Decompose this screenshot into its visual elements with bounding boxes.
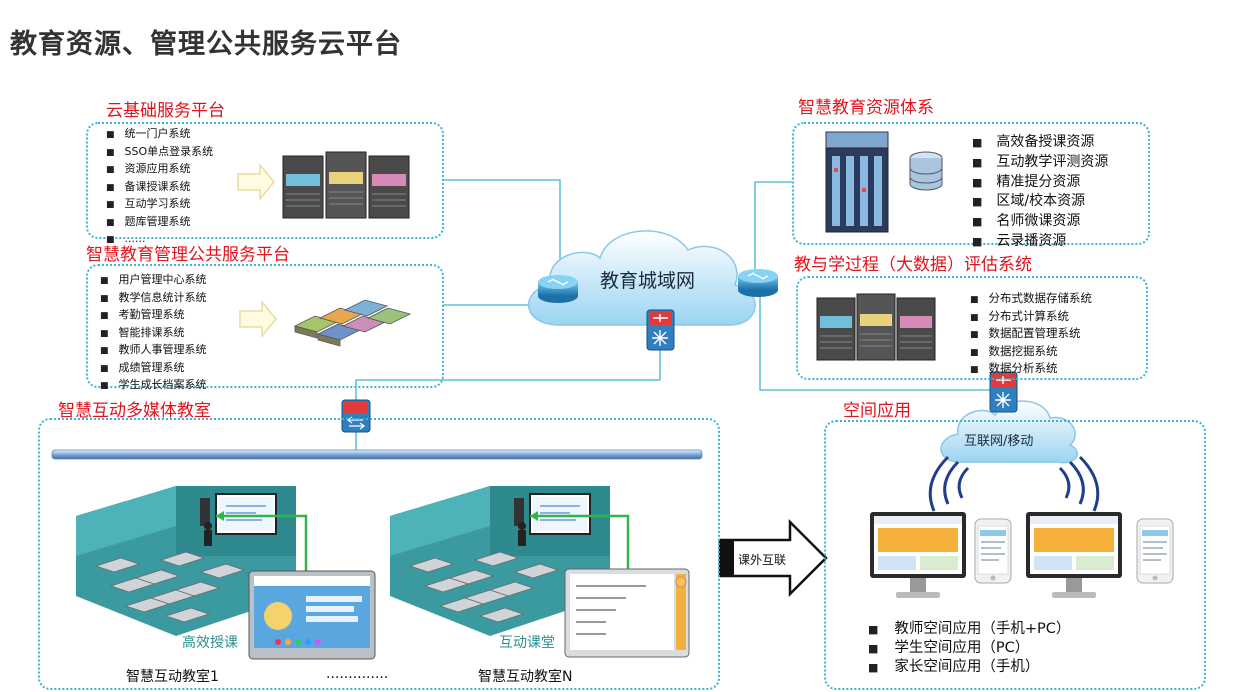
resources-list: 高效备授课资源 互动教学评测资源 精准提分资源 区域/校本资源 名师微课资源 云…: [972, 133, 1108, 252]
classroom-scene-n: [390, 486, 630, 636]
switch-icon-classroom: [341, 399, 371, 433]
list-item: 数据挖掘系统: [970, 344, 1092, 362]
list-item: 备课授课系统: [106, 179, 213, 197]
metro-network-label: 教育城域网: [600, 270, 696, 292]
wifi-signal-icon-left: [928, 455, 970, 512]
internet-label: 互联网/移动: [964, 434, 1034, 449]
cloud-base-list: 统一门户系统 SSO单点登录系统 资源应用系统 备课授课系统 互动学习系统 题库…: [106, 126, 214, 249]
classroom-1-label: 智慧互动教室1: [126, 669, 219, 685]
database-blocks-icon: [293, 299, 412, 347]
resources-panel: 高效备授课资源 互动教学评测资源 精准提分资源 区域/校本资源 名师微课资源 云…: [792, 122, 1150, 249]
desktop-monitor-icon: [870, 512, 966, 598]
list-item: 题库管理系统: [106, 214, 213, 232]
management-title: 智慧教育管理公共服务平台: [86, 245, 290, 265]
list-item: 分布式计算系统: [970, 309, 1092, 327]
page-title: 教育资源、管理公共服务云平台: [10, 29, 402, 60]
list-item: 分布式数据存储系统: [970, 291, 1093, 309]
list-item: ......: [106, 231, 213, 249]
bigdata-panel: 分布式数据存储系统 分布式计算系统 数据配置管理系统 数据挖掘系统 数据分析系统: [796, 276, 1148, 380]
tablet-screen-1: [248, 570, 376, 660]
bigdata-list: 分布式数据存储系统 分布式计算系统 数据配置管理系统 数据挖掘系统 数据分析系统: [970, 291, 1093, 379]
classroom-n-label: 智慧互动教室N: [478, 669, 573, 685]
space-title: 空间应用: [843, 401, 911, 421]
arrow-right-icon: [718, 518, 828, 598]
list-item: 区域/校本资源: [972, 192, 1108, 212]
arrow-right-icon: [237, 164, 275, 200]
list-item: 教学信息统计系统: [100, 290, 207, 308]
space-list: 教师空间应用（手机+PC） 学生空间应用（PC） 家长空间应用（手机）: [868, 620, 1070, 677]
server-rack-icon: [282, 151, 410, 219]
list-item: 云录播资源: [972, 232, 1108, 252]
router-icon-right: [738, 269, 778, 297]
server-rack-icon: [816, 293, 936, 361]
classroom-dots: ..............: [326, 666, 389, 682]
management-list: 用户管理中心系统 教学信息统计系统 考勤管理系统 智能排课系统 教师人事管理系统…: [100, 272, 207, 395]
list-item: 高效备授课资源: [972, 133, 1108, 153]
arrow-right-icon: [239, 301, 277, 337]
connection-lines: [355, 179, 1004, 455]
list-item: 资源应用系统: [106, 161, 213, 179]
list-item: 用户管理中心系统: [100, 272, 207, 290]
database-icon: [909, 151, 943, 191]
link-label: 课外互联: [738, 553, 787, 567]
tablet-screen-n: [564, 568, 690, 658]
space-panel: 教师空间应用（手机+PC） 学生空间应用（PC） 家长空间应用（手机）: [824, 420, 1206, 690]
resources-title: 智慧教育资源体系: [798, 98, 934, 118]
list-item: 学生空间应用（PC）: [868, 639, 1070, 658]
data-center-icon: [825, 131, 889, 233]
list-item: 智能排课系统: [100, 325, 207, 343]
list-item: SSO单点登录系统: [106, 144, 214, 162]
list-item: 家长空间应用（手机）: [868, 658, 1070, 677]
list-item: 互动教学评测资源: [972, 153, 1108, 173]
classroom-scene-1: [76, 486, 308, 636]
bigdata-title: 教与学过程（大数据）评估系统: [794, 255, 1032, 275]
list-item: 数据配置管理系统: [970, 326, 1092, 344]
list-item: 数据分析系统: [970, 361, 1092, 379]
cloud-base-title: 云基础服务平台: [106, 101, 225, 121]
list-item: 互动学习系统: [106, 196, 213, 214]
screen-caption-n: 互动课堂: [499, 635, 555, 651]
network-backbone-bar: [51, 449, 703, 460]
classroom-title: 智慧互动多媒体教室: [58, 401, 211, 421]
list-item: 教师空间应用（手机+PC）: [868, 620, 1070, 639]
desktop-monitor-icon: [1026, 512, 1122, 598]
list-item: 成绩管理系统: [100, 360, 207, 378]
list-item: 教师人事管理系统: [100, 342, 207, 360]
classroom-panel: [38, 418, 720, 690]
internet-cloud-icon: [940, 400, 1079, 464]
switch-icon-metro: [646, 309, 675, 351]
list-item: 统一门户系统: [106, 126, 213, 144]
cloud-base-panel: 统一门户系统 SSO单点登录系统 资源应用系统 备课授课系统 互动学习系统 题库…: [86, 122, 444, 245]
list-item: 考勤管理系统: [100, 307, 207, 325]
router-icon-left: [538, 275, 578, 303]
mobile-phone-icon: [1136, 518, 1174, 584]
management-panel: 用户管理中心系统 教学信息统计系统 考勤管理系统 智能排课系统 教师人事管理系统…: [86, 264, 444, 391]
wifi-signal-icon-right: [1058, 455, 1100, 512]
list-item: 名师微课资源: [972, 212, 1108, 232]
mobile-phone-icon: [974, 518, 1012, 584]
list-item: 学生成长档案系统: [100, 377, 207, 395]
screen-caption-1: 高效授课: [182, 635, 238, 651]
list-item: 精准提分资源: [972, 173, 1108, 193]
